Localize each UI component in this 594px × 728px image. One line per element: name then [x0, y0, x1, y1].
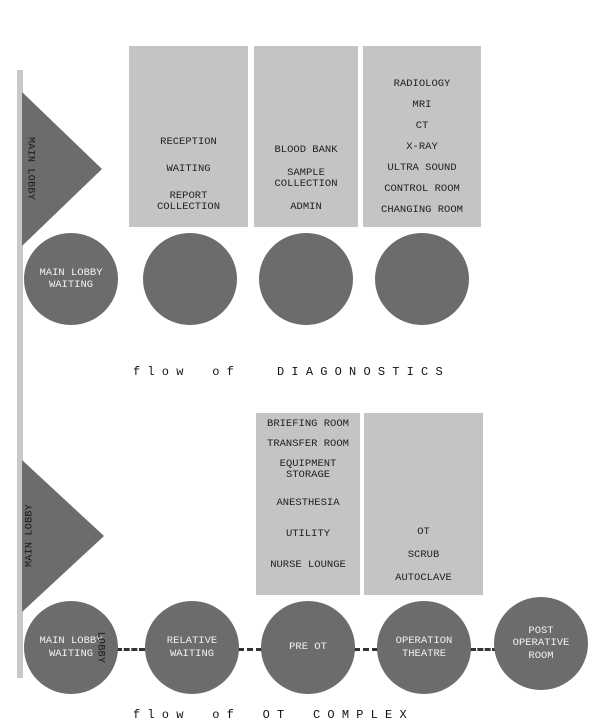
left-vertical-bar — [17, 70, 23, 678]
panel-item: NURSE LOUNGE — [270, 559, 346, 572]
diagnostics-lobby-triangle — [22, 92, 102, 246]
panel-item: TRANSFER ROOM — [267, 438, 349, 451]
ot-panel-ot: OT SCRUB AUTOCLAVE — [364, 413, 483, 595]
connector-dash — [116, 648, 145, 651]
panel-item: AUTOCLAVE — [395, 571, 452, 584]
diagnostics-panel-bloodbank: BLOOD BANK SAMPLE COLLECTION ADMIN — [254, 46, 358, 227]
connector-dash — [470, 648, 498, 651]
panel-item: CHANGING ROOM — [381, 203, 463, 216]
panel-item: MRI — [412, 98, 432, 111]
ot-panel-briefing: BRIEFING ROOM TRANSFER ROOM EQUIPMENT ST… — [256, 413, 360, 595]
diagnostics-panel-radiology: RADIOLOGY MRI CT X-RAY ULTRA SOUND CONTR… — [363, 46, 481, 227]
panel-item: SAMPLE COLLECTION — [274, 166, 338, 190]
panel-item: RADIOLOGY — [393, 77, 451, 90]
panel-item: EQUIPMENT STORAGE — [279, 458, 337, 482]
panel-item: CONTROL ROOM — [384, 182, 460, 195]
panel-item: SCRUB — [407, 548, 440, 561]
panel-item: WAITING — [166, 162, 211, 175]
ot-caption: f l o w o f O T C O M P L E X — [133, 708, 407, 722]
connector-dash — [354, 648, 378, 651]
ot-circle-operation-theatre: OPERATION THEATRE — [377, 601, 471, 694]
ot-circle-lobby-waiting: MAIN LOBBY WAITING — [24, 601, 118, 694]
diagnostics-circle-bloodbank — [259, 233, 353, 325]
panel-item: X-RAY — [406, 140, 438, 153]
panel-item: BLOOD BANK — [274, 143, 338, 156]
ot-circle-relative-waiting: RELATIVE WAITING — [145, 601, 239, 694]
panel-item: ULTRA SOUND — [387, 161, 457, 174]
ot-circle-pre-ot: PRE OT — [261, 601, 355, 694]
panel-item: UTILITY — [285, 528, 331, 541]
panel-item: REPORT COLLECTION — [156, 189, 220, 213]
panel-item: ADMIN — [290, 200, 322, 213]
panel-item: OT — [417, 525, 430, 538]
ot-circle-post-operative: POST OPERATIVE ROOM — [494, 597, 588, 690]
panel-item: CT — [415, 119, 429, 132]
diagnostics-caption: f l o w o f D I A G O N O S T I C S — [133, 365, 443, 379]
panel-item: BRIEFING ROOM — [267, 418, 349, 430]
panel-item: ANESTHESIA — [276, 497, 340, 510]
diagnostics-circle-lobby-waiting: MAIN LOBBY WAITING — [24, 233, 118, 325]
diagnostics-panel-reception: RECEPTION WAITING REPORT COLLECTION — [129, 46, 248, 227]
connector-dash — [238, 648, 262, 651]
diagnostics-circle-radiology — [375, 233, 469, 325]
panel-item: RECEPTION — [160, 135, 217, 148]
ot-lobby-label: MAIN LOBBY — [24, 504, 36, 568]
diagnostics-lobby-label: MAIN LOBBY — [24, 136, 36, 200]
ot-circle-overlap-label: LOBBY — [94, 631, 106, 664]
diagnostics-circle-reception — [143, 233, 237, 325]
ot-lobby-triangle — [22, 460, 104, 612]
